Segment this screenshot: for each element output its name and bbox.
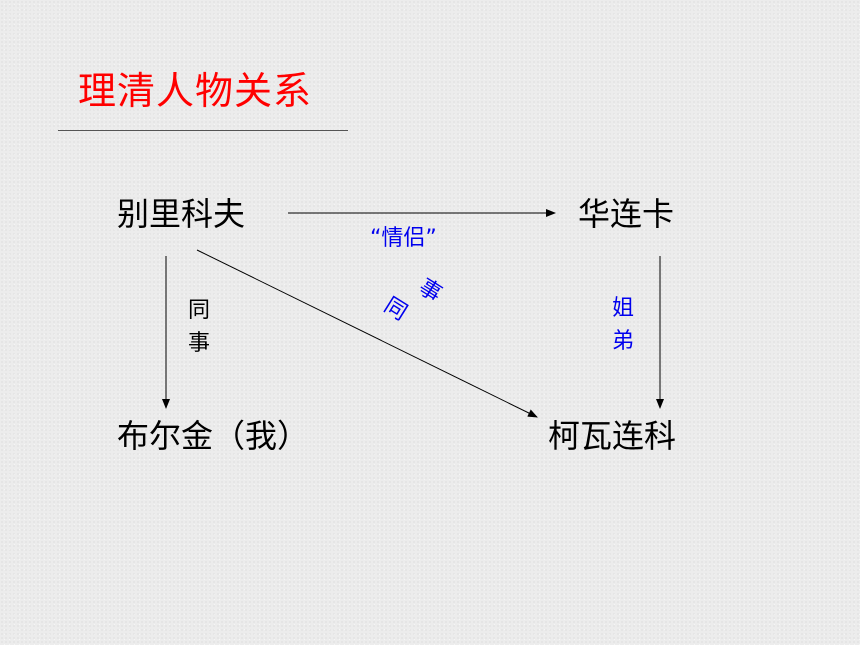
- edge-label-char: 同: [188, 298, 211, 323]
- title-underline: [58, 130, 348, 131]
- node-kewalianke: 柯瓦连科: [548, 417, 677, 455]
- edge-label-char: 弟: [612, 329, 635, 354]
- node-bieli: 别里科夫: [117, 195, 246, 233]
- page-title: 理清人物关系: [78, 69, 313, 113]
- edge-label-lovers: “情侣”: [370, 226, 437, 251]
- edge-label-siblings: 姐 弟: [612, 292, 634, 358]
- arrow-bieli-to-kewalianke: [196, 249, 538, 418]
- node-hualianka: 华连卡: [578, 195, 675, 233]
- node-buerjin: 布尔金（我）: [117, 417, 310, 455]
- edge-label-char: 姐: [612, 296, 635, 321]
- edge-label-colleague-left: 同 事: [188, 294, 210, 360]
- edge-label-char: 事: [188, 331, 211, 356]
